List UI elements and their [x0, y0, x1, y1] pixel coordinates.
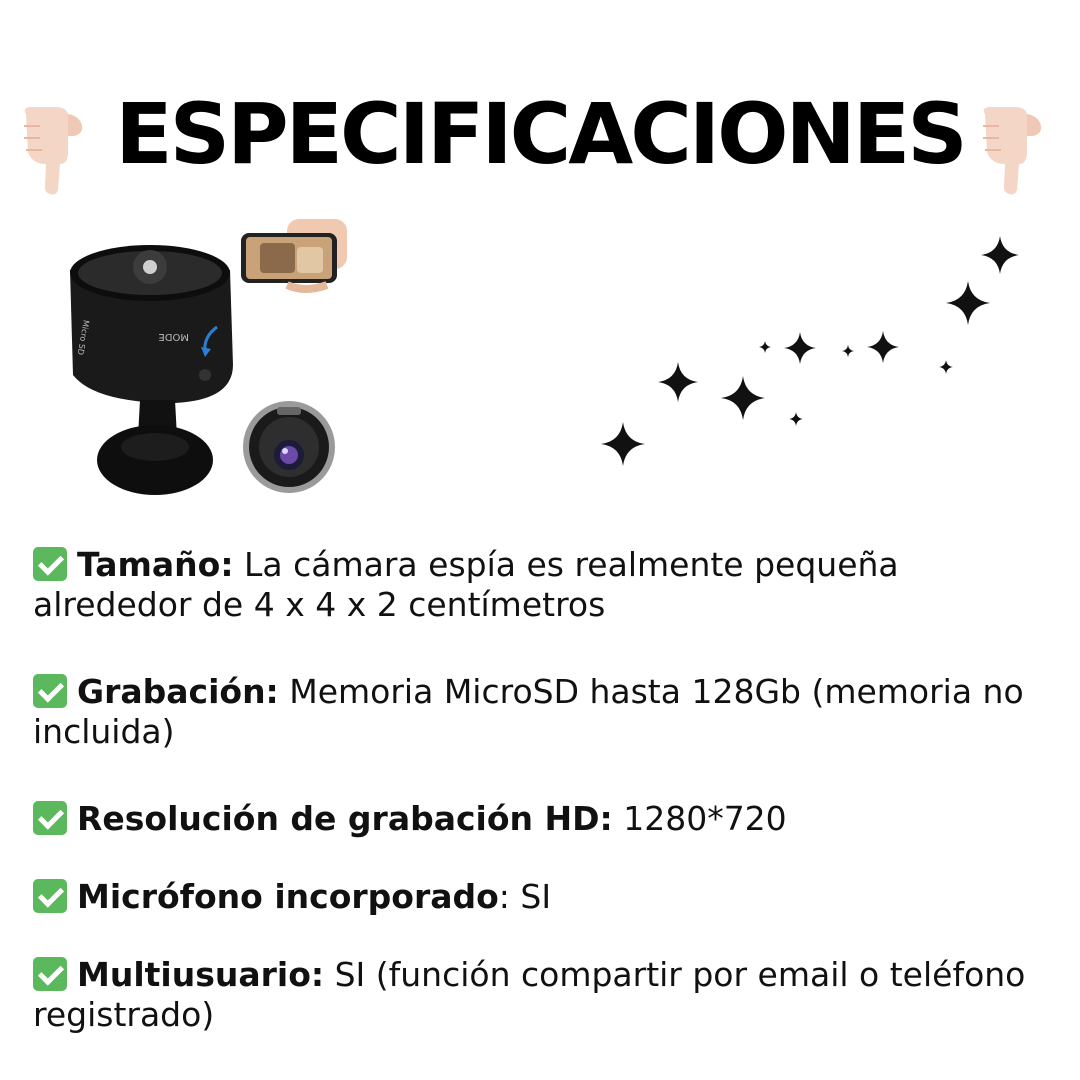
spec-value: SI (función compartir por email o teléfo… [33, 955, 1026, 1034]
spec-microphone: Micrófono incorporado: SI [33, 877, 1043, 917]
product-image: MODE Micro SD [70, 219, 347, 495]
phone-icon [241, 219, 347, 293]
lens-closeup [243, 401, 335, 493]
spec-resolution: Resolución de grabación HD: 1280*720 [33, 799, 1043, 839]
check-mark-icon [33, 547, 67, 581]
spec-value: La cámara espía es realmente pequeña alr… [33, 545, 899, 624]
check-mark-icon [33, 674, 67, 708]
spec-value: Memoria MicroSD hasta 128Gb (memoria no … [33, 672, 1024, 751]
camera-mode-label: MODE [158, 331, 189, 342]
sparkles-icon [601, 236, 1019, 466]
spec-multiuser: Multiusuario: SI (función compartir por … [33, 955, 1043, 1035]
spec-value: 1280*720 [612, 799, 787, 838]
spec-label: Tamaño: [77, 545, 234, 584]
check-mark-icon [33, 879, 67, 913]
pointing-down-hand-icon [24, 107, 83, 195]
camera-stand [97, 400, 213, 495]
pointing-down-hand-icon [983, 107, 1042, 195]
page-title: ESPECIFICACIONES [115, 85, 968, 183]
spec-size: Tamaño: La cámara espía es realmente peq… [33, 545, 1043, 625]
spec-label: Micrófono incorporado [77, 877, 499, 916]
spec-label: Resolución de grabación HD: [77, 799, 613, 838]
check-mark-icon [33, 957, 67, 991]
check-mark-icon [33, 801, 67, 835]
spec-label: Multiusuario: [77, 955, 325, 994]
spec-label: Grabación: [77, 672, 279, 711]
spec-recording: Grabación: Memoria MicroSD hasta 128Gb (… [33, 672, 1043, 752]
spec-value: : SI [498, 877, 552, 916]
camera-body: MODE Micro SD [70, 245, 233, 403]
